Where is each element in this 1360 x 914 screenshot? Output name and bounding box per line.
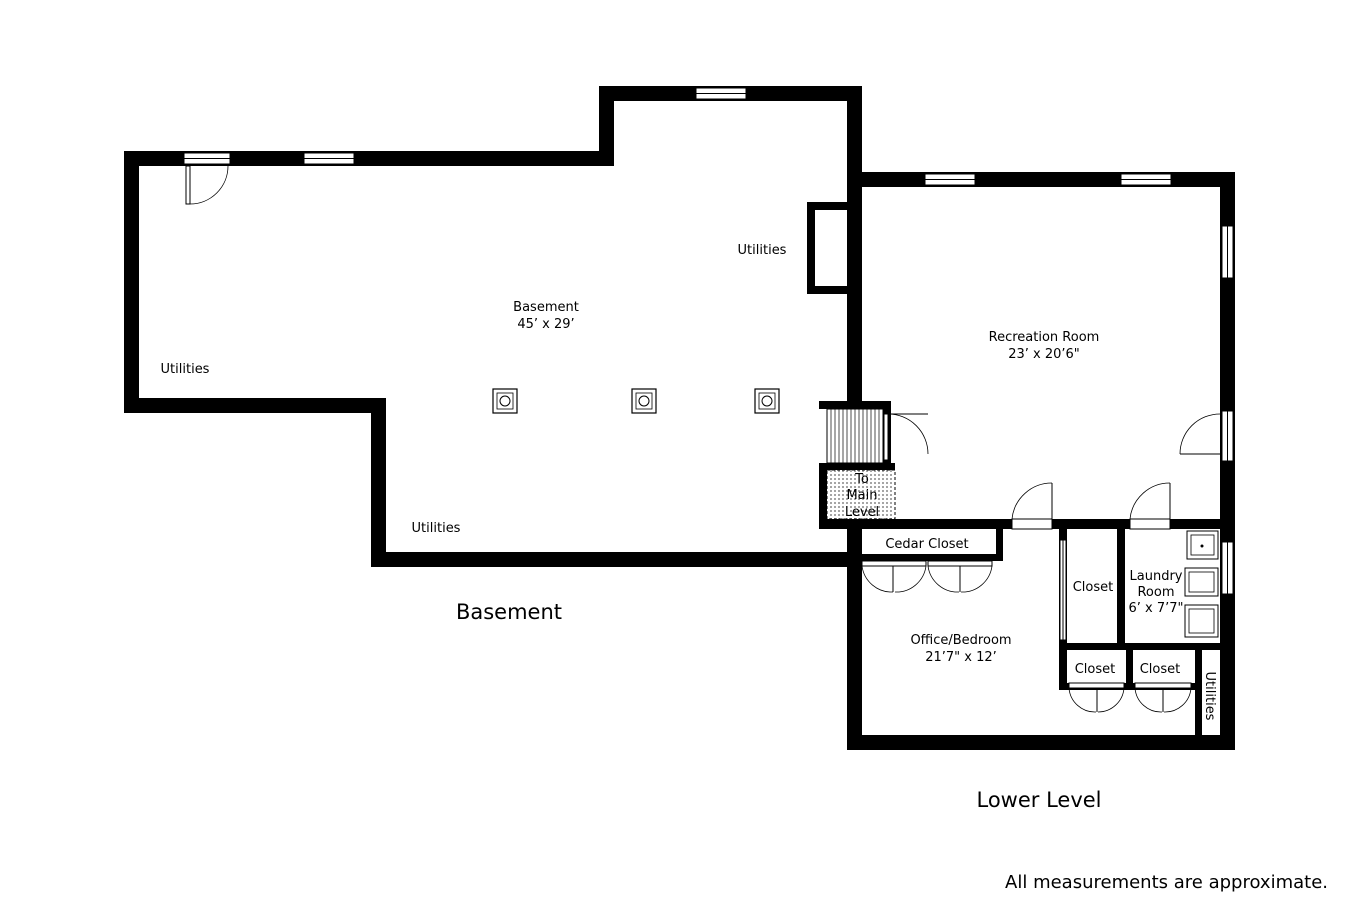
door-closet-right <box>1059 539 1067 641</box>
room-size-laundry: 6’ x 7’7" <box>1128 601 1183 616</box>
laundry-appliances <box>1184 530 1219 638</box>
column-icon <box>631 388 657 414</box>
label-closet-bottom-right: Closet <box>1140 662 1181 677</box>
room-name-laundry-1: Laundry <box>1130 569 1183 584</box>
room-name-laundry-2: Room <box>1137 585 1174 600</box>
level-label-basement: Basement <box>456 600 562 624</box>
support-columns <box>492 388 780 414</box>
room-name-office: Office/Bedroom <box>910 633 1011 648</box>
basement-walls <box>124 86 862 567</box>
label-closet-right: Closet <box>1073 580 1114 595</box>
room-name-recreation: Recreation Room <box>989 330 1100 345</box>
door-basement-exterior <box>185 165 229 205</box>
room-size-recreation: 23’ x 20’6" <box>1008 347 1080 362</box>
doors-cedar-closet-2 <box>927 560 993 593</box>
doors-cedar-closet-1 <box>861 560 927 593</box>
label-utilities-bottom: Utilities <box>412 521 461 536</box>
window-rec-3 <box>1221 225 1234 279</box>
door-office <box>1011 482 1053 530</box>
doors-closet-bottom-left <box>1068 682 1125 713</box>
column-icon <box>754 388 780 414</box>
washer-icon <box>1184 567 1219 597</box>
door-rec-exterior <box>1179 413 1221 455</box>
doors <box>185 165 1221 713</box>
room-size-basement: 45’ x 29’ <box>517 317 574 332</box>
door-stair <box>883 413 929 461</box>
column-icon <box>492 388 518 414</box>
window-rec-2 <box>1120 173 1172 186</box>
staircase <box>826 408 896 520</box>
label-utilities-left: Utilities <box>161 362 210 377</box>
label-closet-bottom-left: Closet <box>1075 662 1116 677</box>
measurement-note: All measurements are approximate. <box>1005 872 1328 893</box>
label-stairs-1: To <box>854 472 869 487</box>
room-name-basement: Basement <box>513 300 579 315</box>
window-rec-4 <box>1221 410 1234 462</box>
label-utilities-top: Utilities <box>738 243 787 258</box>
label-stairs-2: Main <box>846 488 877 503</box>
label-cedar-closet: Cedar Closet <box>885 537 968 552</box>
window-basement-1 <box>183 152 231 165</box>
window-rec-1 <box>924 173 976 186</box>
dryer-icon <box>1184 604 1219 638</box>
label-utilities-vertical: Utilities <box>1202 672 1217 721</box>
door-laundry <box>1129 482 1171 530</box>
level-label-lower-level: Lower Level <box>976 788 1101 812</box>
room-size-office: 21’7" x 12’ <box>925 650 997 665</box>
sink-icon <box>1186 530 1219 560</box>
label-stairs-3: Level <box>845 505 879 520</box>
window-basement-3 <box>695 87 747 100</box>
window-laundry <box>1221 541 1234 595</box>
windows <box>183 87 1234 595</box>
doors-closet-bottom-right <box>1134 682 1192 713</box>
window-basement-2 <box>303 152 355 165</box>
